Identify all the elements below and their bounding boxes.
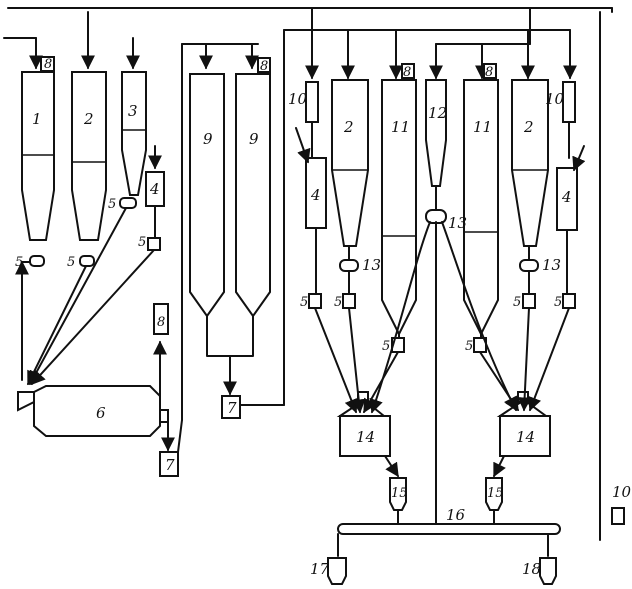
label-15-left: 15 xyxy=(391,486,408,501)
label-4-right-a: 4 xyxy=(310,186,321,204)
mixer-14-right-outlet xyxy=(493,455,506,478)
label-7-middle: 7 xyxy=(227,399,237,417)
dosing-10-left xyxy=(305,81,319,123)
label-17: 17 xyxy=(310,560,330,578)
silo-9-right xyxy=(235,73,271,318)
silo-11-b xyxy=(463,79,499,337)
hopper-15-right xyxy=(485,477,503,511)
filter-8-silo1 xyxy=(40,56,55,72)
label-2-right-b: 2 xyxy=(523,118,534,136)
label-6: 6 xyxy=(96,404,106,422)
dosing-10-right xyxy=(562,81,576,123)
silos-9-collector xyxy=(206,315,254,396)
mill-6 xyxy=(17,385,169,437)
label-8-silo11a: 8 xyxy=(403,65,411,80)
pump-7-middle xyxy=(221,395,241,419)
label-8-silos9: 8 xyxy=(260,59,268,74)
label-10-bottom: 10 xyxy=(612,483,632,501)
feeder-5-unit4 xyxy=(147,237,161,251)
silo-2-right-b xyxy=(511,79,549,247)
supply-header-lines xyxy=(3,7,613,541)
conveyor-16 xyxy=(337,523,561,535)
mixer-14-left xyxy=(336,391,391,457)
label-4-right-b: 4 xyxy=(561,188,572,206)
label-18: 18 xyxy=(522,560,541,578)
label-10-right: 10 xyxy=(545,90,565,108)
label-2: 2 xyxy=(83,110,94,128)
feeder-5-connectors xyxy=(315,227,568,339)
label-14-right: 14 xyxy=(516,428,535,446)
feed-arrow-4-right-a xyxy=(295,127,311,164)
label-13-center: 13 xyxy=(448,214,467,232)
label-5-unit4b: 5 xyxy=(554,295,562,310)
feeder-5-silo2 xyxy=(79,255,95,267)
left-feed-lines xyxy=(15,205,156,386)
silo-3 xyxy=(121,71,147,196)
label-5-unit4a: 5 xyxy=(300,295,308,310)
label-5-silo2b: 5 xyxy=(513,295,521,310)
silo-1 xyxy=(21,71,55,241)
label-11-b: 11 xyxy=(473,118,492,136)
filter-8-silo11b xyxy=(483,63,497,79)
label-11-a: 11 xyxy=(391,118,410,136)
label-5-silo2a: 5 xyxy=(334,295,342,310)
label-5-silo2: 5 xyxy=(67,255,75,270)
label-1: 1 xyxy=(32,110,42,128)
feeder-5-silo1 xyxy=(29,255,45,267)
label-7-left: 7 xyxy=(165,456,175,474)
label-12: 12 xyxy=(428,104,447,122)
silo-9-left xyxy=(189,73,225,318)
filter-8-mill xyxy=(153,303,169,335)
label-14-left: 14 xyxy=(356,428,375,446)
feeder-5-silo2b xyxy=(522,293,536,309)
silo-12 xyxy=(425,79,447,187)
label-15-right: 15 xyxy=(487,486,504,501)
feeder-5-silo2a xyxy=(342,293,356,309)
filter-8-silos9 xyxy=(257,57,271,73)
silo-11-a xyxy=(381,79,417,337)
feeder-13-left xyxy=(339,259,359,272)
filter-8-silo11a xyxy=(401,63,415,79)
label-5-silo1: 5 xyxy=(15,255,23,270)
pump-7-left xyxy=(159,451,179,477)
label-4-left: 4 xyxy=(149,180,160,198)
label-3: 3 xyxy=(128,102,138,120)
mixer-14-right xyxy=(496,391,551,457)
pump-7-left-outlet xyxy=(177,419,183,453)
hopper-15-left xyxy=(389,477,407,511)
feeder-5-silo3 xyxy=(119,197,137,209)
label-5-silo11b: 5 xyxy=(465,339,473,354)
component-labels: 1 2 3 4 5 5 5 5 8 8 6 7 9 9 8 7 10 10 10… xyxy=(15,57,632,578)
feeder-5-unit4a xyxy=(308,293,322,309)
silo-2 xyxy=(71,71,107,241)
label-8-silo11b: 8 xyxy=(485,65,493,80)
label-8-mill: 8 xyxy=(157,315,165,330)
label-16: 16 xyxy=(446,506,466,524)
mixer-feed-lines xyxy=(314,221,570,414)
label-9-left: 9 xyxy=(203,130,213,148)
label-5-silo3: 5 xyxy=(108,197,116,212)
label-8-top-left: 8 xyxy=(44,57,52,72)
silo-2-right-a xyxy=(331,79,369,247)
feed-arrow-4-right-b xyxy=(572,145,586,172)
label-5-unit4: 5 xyxy=(138,235,146,250)
label-2-right-a: 2 xyxy=(343,118,354,136)
container-17 xyxy=(327,557,347,585)
feeder-13-right xyxy=(519,259,539,272)
feeder-5-unit4b xyxy=(562,293,576,309)
dosing-10-bottom xyxy=(611,507,625,525)
label-5-silo11a: 5 xyxy=(382,339,390,354)
container-18 xyxy=(539,557,557,585)
mixer-14-left-outlet xyxy=(384,455,399,478)
label-10-left: 10 xyxy=(288,90,308,108)
label-9-right: 9 xyxy=(249,130,259,148)
label-13-right: 13 xyxy=(542,256,561,274)
label-13-left: 13 xyxy=(362,256,381,274)
